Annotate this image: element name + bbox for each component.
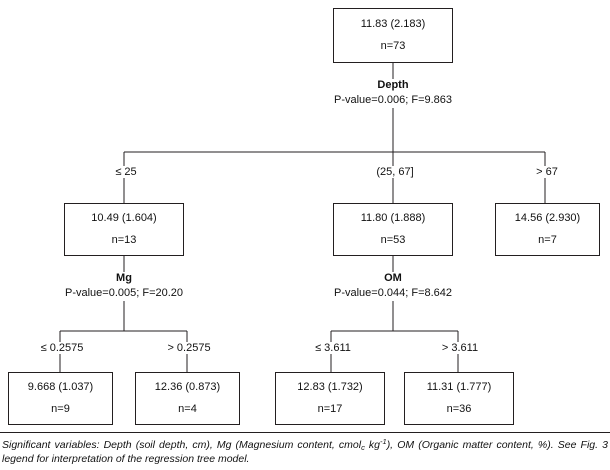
node-mg-high-value: 12.36 (0.873) [154, 381, 221, 394]
edge-label-mg-low: ≤ 0.2575 [20, 342, 104, 354]
caption-text-part3: ), OM (Organic matter content, %). See F… [2, 439, 608, 465]
node-depth-low-count: n=13 [111, 234, 137, 246]
edge-label-depth-high: > 67 [505, 166, 589, 178]
edge-label-mg-high: > 0.2575 [147, 342, 231, 354]
node-om-low-value: 12.83 (1.732) [297, 381, 363, 394]
caption-superscript: -1 [380, 437, 387, 446]
node-depth-low: 10.49 (1.604) n=13 [64, 203, 184, 256]
edge-label-depth-mid: (25, 67] [353, 166, 437, 178]
figure-caption: Significant variables: Depth (soil depth… [2, 437, 608, 467]
node-depth-mid-count: n=53 [380, 234, 406, 246]
node-depth-mid: 11.80 (1.888) n=53 [333, 203, 453, 256]
split-mg-stat: P-value=0.005; F=20.20 [64, 286, 184, 299]
node-om-high-count: n=36 [446, 403, 472, 415]
node-depth-high-value: 14.56 (2.930) [514, 212, 581, 225]
node-mg-high: 12.36 (0.873) n=4 [135, 372, 240, 425]
node-om-low: 12.83 (1.732) n=17 [275, 372, 385, 425]
caption-text-part1: Significant variables: Depth (soil depth… [2, 439, 362, 451]
node-depth-low-value: 10.49 (1.604) [91, 212, 157, 225]
split-om-stat: P-value=0.044; F=8.642 [333, 286, 453, 299]
node-depth-high: 14.56 (2.930) n=7 [495, 203, 600, 256]
node-root-value: 11.83 (2.183) [360, 18, 426, 31]
split-depth-stat: P-value=0.006; F=9.863 [333, 93, 453, 106]
split-om: OM P-value=0.044; F=8.642 [303, 272, 483, 301]
node-root: 11.83 (2.183) n=73 [333, 8, 453, 63]
node-root-count: n=73 [380, 40, 406, 52]
tree-connector-lines [59, 63, 546, 372]
caption-text-part2: kg [364, 439, 381, 451]
split-depth-variable: Depth [377, 79, 409, 91]
split-mg-variable: Mg [116, 272, 132, 284]
caption-divider [0, 432, 610, 433]
edge-label-om-low: ≤ 3.611 [291, 342, 375, 354]
node-om-high-value: 11.31 (1.777) [426, 381, 492, 394]
node-depth-mid-value: 11.80 (1.888) [360, 212, 426, 225]
node-mg-low: 9.668 (1.037) n=9 [8, 372, 113, 425]
node-mg-low-count: n=9 [51, 403, 70, 415]
split-om-variable: OM [384, 272, 402, 284]
split-depth: Depth P-value=0.006; F=9.863 [303, 79, 483, 108]
caption-subscript: c [361, 443, 365, 452]
edge-label-depth-low: ≤ 25 [84, 166, 168, 178]
node-om-low-count: n=17 [317, 403, 343, 415]
node-mg-low-value: 9.668 (1.037) [27, 381, 94, 394]
split-mg: Mg P-value=0.005; F=20.20 [34, 272, 214, 301]
node-depth-high-count: n=7 [538, 234, 557, 246]
edge-label-om-high: > 3.611 [418, 342, 502, 354]
node-om-high: 11.31 (1.777) n=36 [404, 372, 514, 425]
node-mg-high-count: n=4 [178, 403, 197, 415]
